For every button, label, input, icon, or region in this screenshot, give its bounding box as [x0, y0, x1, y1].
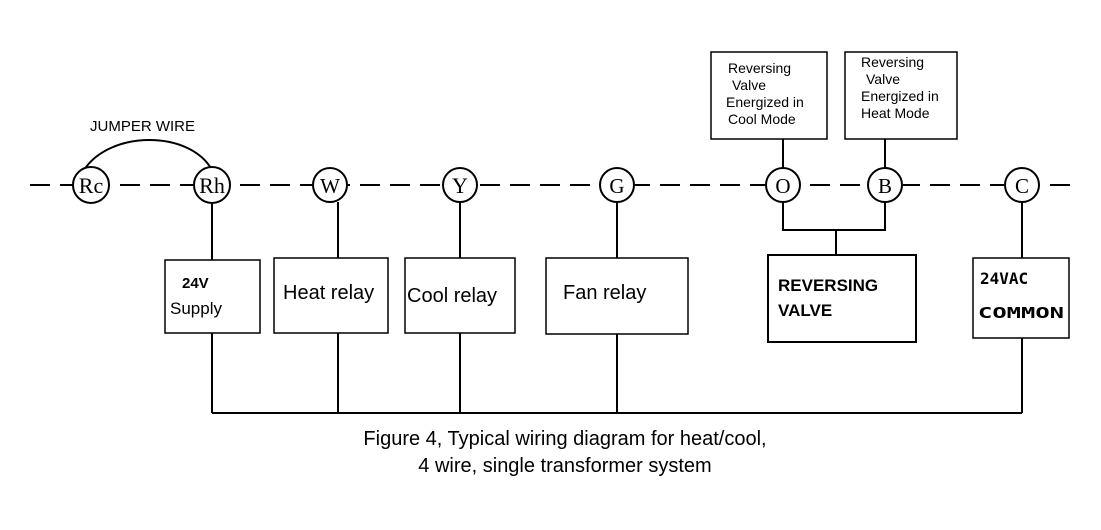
terminal-label: Rh [199, 173, 225, 198]
terminal-drop-wires [211, 139, 1023, 260]
note-line: Energized in [726, 94, 804, 110]
terminal-b: B [867, 167, 903, 203]
figure-caption-line-2: 4 wire, single transformer system [418, 455, 711, 477]
terminal-rh: Rh [193, 166, 231, 204]
terminal-g: G [599, 167, 635, 203]
box-reversing-valve: REVERSING VALVE [767, 254, 917, 343]
note-heat-mode: Reversing Valve Energized in Heat Mode [844, 51, 958, 140]
box-heat-relay: Heat relay [273, 257, 389, 334]
note-line: Cool Mode [728, 111, 796, 127]
box-label: REVERSING [778, 276, 878, 295]
box-label: Fan relay [563, 282, 646, 304]
note-line: Energized in [861, 88, 939, 104]
note-line: Reversing [861, 54, 924, 70]
terminal-y: Y [442, 167, 478, 203]
box-label: Heat relay [283, 282, 374, 304]
box-label: COMMON [978, 304, 1064, 322]
terminal-label: B [878, 174, 892, 198]
terminal-rc: Rc [72, 166, 110, 204]
jumper-wire-label: JUMPER WIRE [90, 118, 195, 135]
terminal-o: O [765, 167, 801, 203]
box-24v-supply: 24V Supply [164, 259, 261, 334]
note-line: Valve [866, 71, 900, 87]
terminal-label: G [609, 174, 624, 198]
note-line: Heat Mode [861, 105, 930, 121]
bottom-bus-wire [211, 333, 1023, 414]
terminal-label: Rc [79, 173, 104, 198]
note-line: Reversing [728, 60, 791, 76]
terminal-label: C [1015, 174, 1029, 198]
box-label: 24VAC [980, 269, 1028, 288]
jumper-wire [83, 139, 213, 171]
box-label: VALVE [778, 301, 832, 320]
terminal-label: W [320, 174, 340, 198]
box-fan-relay: Fan relay [545, 257, 689, 335]
box-label: 24V [182, 275, 209, 292]
box-cool-relay: Cool relay [404, 257, 516, 334]
box-label: Supply [170, 299, 222, 318]
box-24vac-common: 24VAC COMMON [972, 257, 1070, 339]
figure-caption-line-1: Figure 4, Typical wiring diagram for hea… [363, 428, 766, 450]
terminal-w: W [312, 167, 348, 203]
note-line: Valve [732, 77, 766, 93]
terminal-label: Y [452, 173, 468, 198]
note-cool-mode: Reversing Valve Energized in Cool Mode [710, 51, 828, 140]
box-label: Cool relay [407, 285, 497, 307]
terminal-c: C [1004, 167, 1040, 203]
terminal-label: O [775, 174, 790, 198]
